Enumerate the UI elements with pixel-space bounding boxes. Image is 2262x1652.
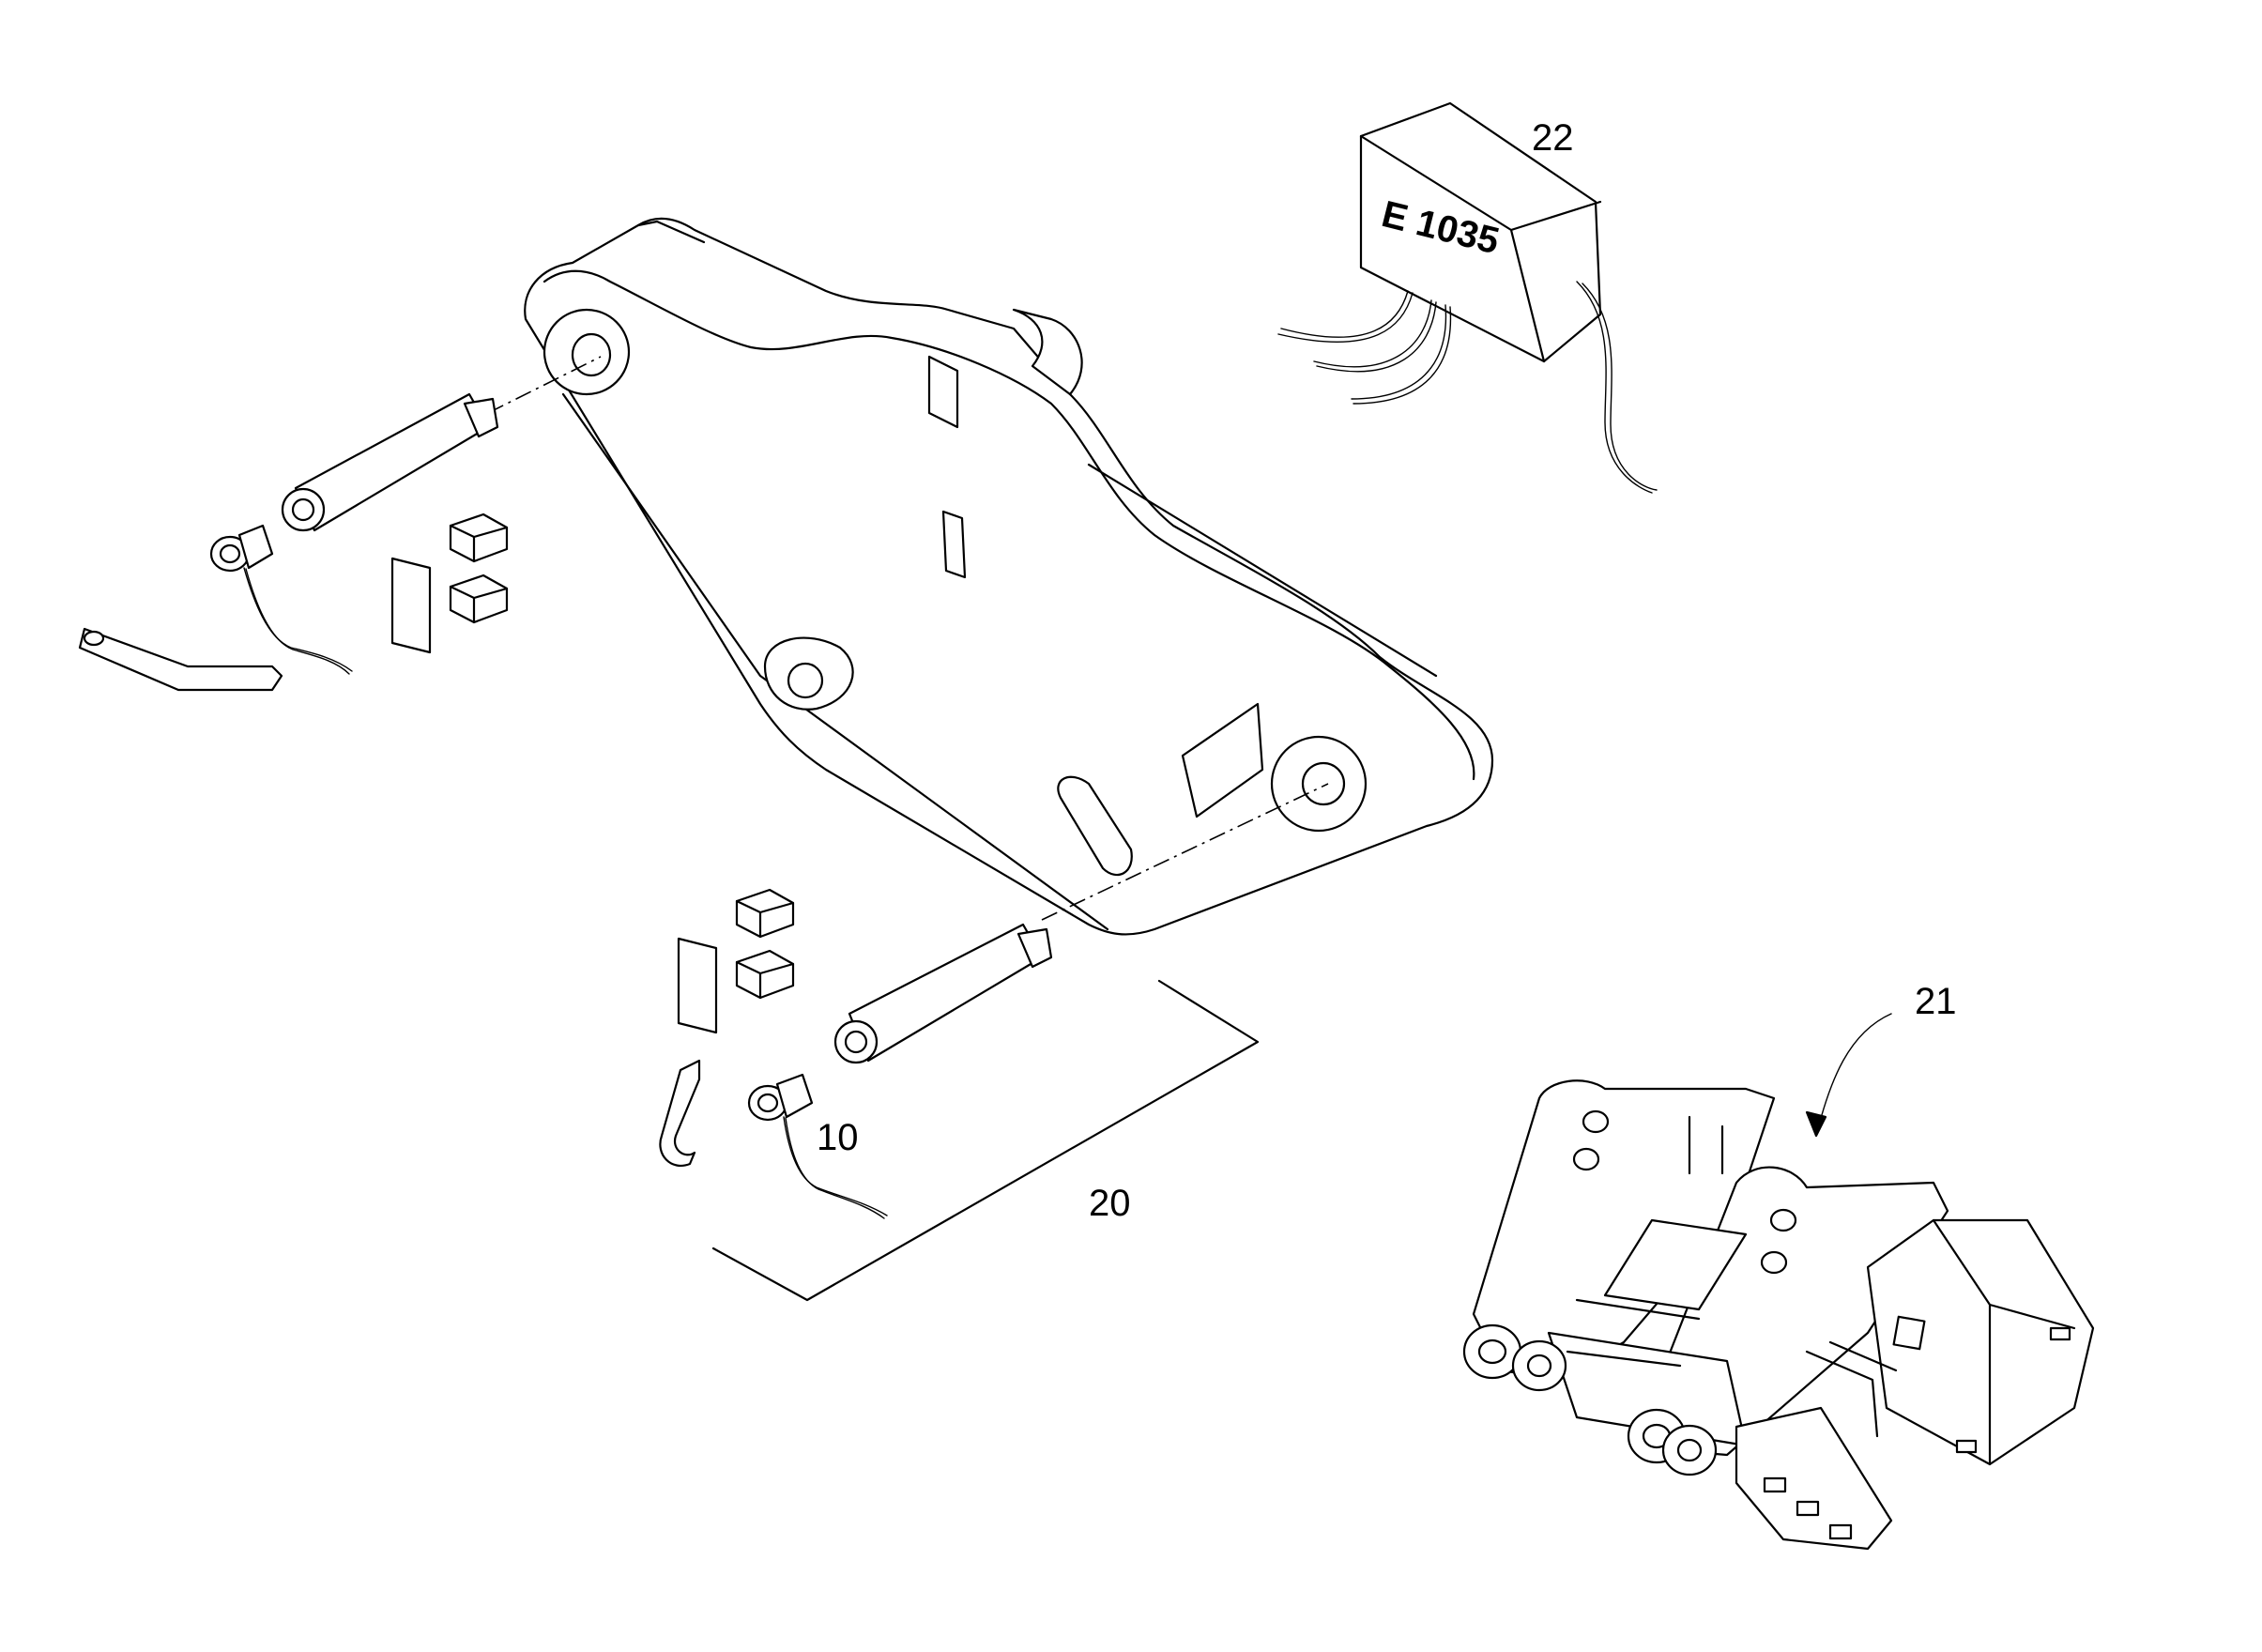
- quick-coupler: [1462, 1013, 2095, 1551]
- lower-pin-assembly: [659, 888, 1053, 1219]
- upper-pin-assembly: [78, 392, 509, 692]
- axis-lines: [487, 356, 1329, 921]
- callout-21: 21: [1915, 981, 1957, 1022]
- boom-arm: [524, 217, 1494, 936]
- kit-bracket: [711, 979, 1260, 1302]
- callout-22: 22: [1532, 117, 1574, 159]
- sensor-box: E 1035: [1277, 101, 1658, 494]
- callouts: 22 21 10 20: [817, 117, 1957, 1224]
- callout-20: 20: [1089, 1183, 1131, 1224]
- callout-10: 10: [817, 1117, 859, 1158]
